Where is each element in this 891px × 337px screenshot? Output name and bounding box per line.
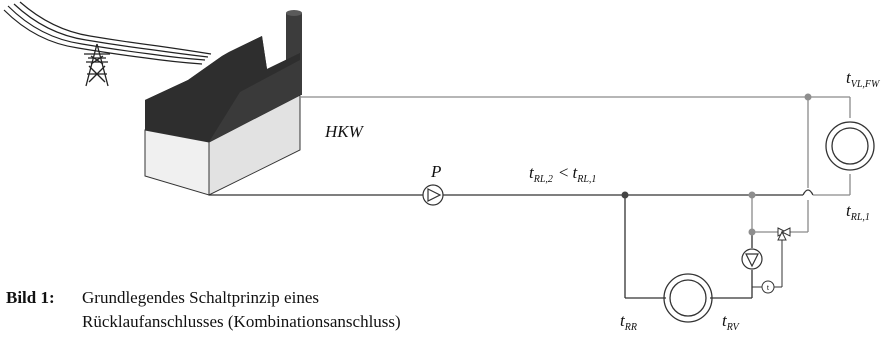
temperature-sensor-icon: t — [761, 280, 775, 294]
t-rv-label: tRV — [722, 311, 741, 333]
heat-exchanger-fw-icon — [825, 121, 875, 171]
caption-line-1: Grundlegendes Schaltprinzip eines — [82, 288, 319, 307]
mixing-valve-icon — [777, 227, 791, 241]
temp-sensor-label: t — [767, 283, 770, 292]
plant-label: HKW — [324, 122, 365, 141]
power-plant-icon — [144, 10, 302, 196]
pump-label: P — [430, 162, 441, 181]
node-return-branch — [621, 191, 629, 199]
t-rr-label: tRR — [620, 311, 637, 333]
node-return-rv — [748, 191, 756, 199]
power-line-icon — [3, 1, 212, 65]
caption-number: Bild 1: — [6, 288, 55, 307]
node-mix — [748, 228, 756, 236]
node-supply — [804, 93, 812, 101]
transmission-tower-icon — [84, 43, 110, 87]
return-rl1-label: tRL,1 — [846, 201, 870, 223]
caption-line-2: Rücklaufanschlusses (Kombinationsanschlu… — [82, 312, 401, 331]
supply-fw-label: tVL,FW — [846, 68, 881, 90]
junction-nodes — [621, 93, 812, 236]
pump-secondary-icon — [741, 248, 763, 270]
return-compare-label: tRL,2<tRL,1 — [529, 163, 596, 185]
pump-p-icon — [422, 184, 444, 206]
heat-exchanger-rr-icon — [663, 273, 713, 323]
figure-caption: Bild 1: Grundlegendes Schaltprinzip eines… — [6, 286, 401, 334]
